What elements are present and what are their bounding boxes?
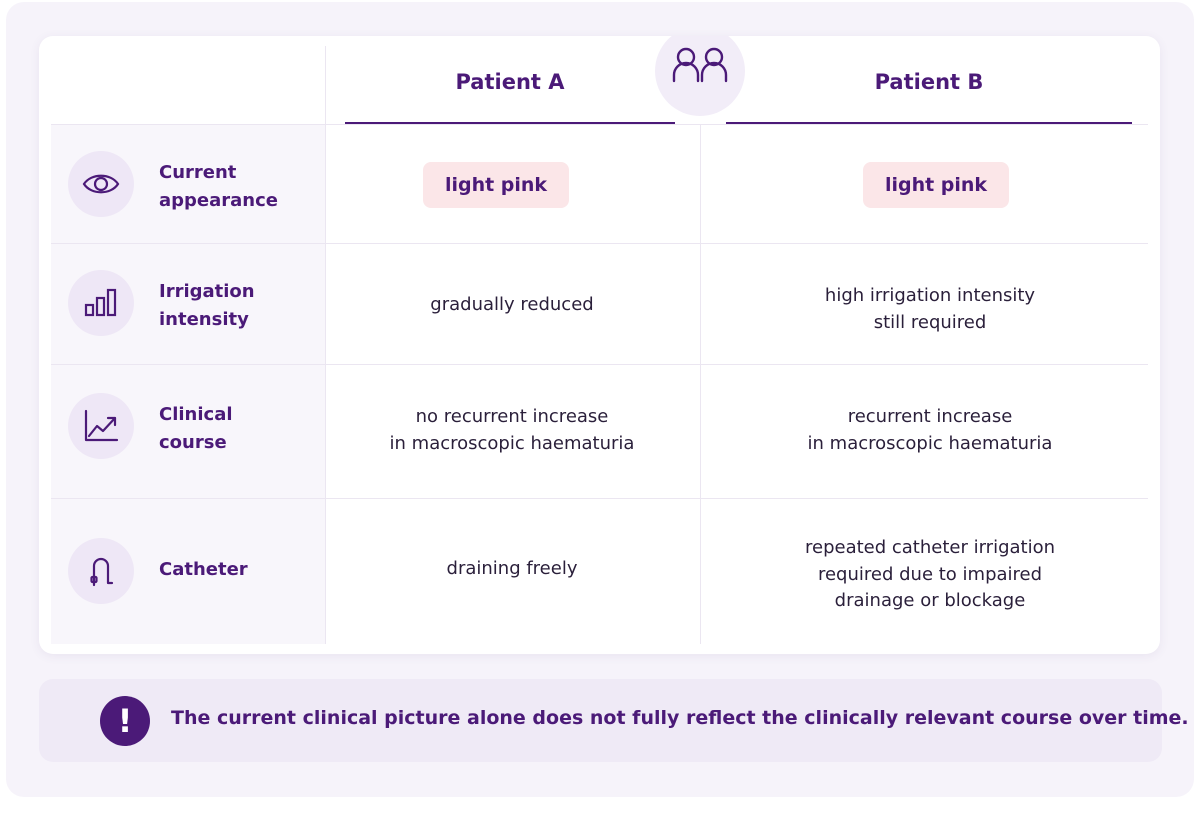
patients-icon <box>655 36 745 116</box>
column-divider <box>700 124 701 644</box>
note-text: The current clinical picture alone does … <box>171 707 1189 729</box>
patient-b-header: Patient B <box>874 70 984 94</box>
catheter-icon <box>68 538 134 604</box>
bar-chart-icon <box>68 270 134 336</box>
catheter-a-cell: draining freely <box>446 558 578 579</box>
row-label-current-appearance: Current appearance <box>159 162 278 211</box>
irrigation-b-cell: high irrigation intensity still required <box>824 285 1036 333</box>
irrigation-a-cell: gradually reduced <box>430 294 594 315</box>
info-note: ! The current clinical picture alone doe… <box>39 679 1189 762</box>
row-label-catheter: Catheter <box>159 559 248 580</box>
exclamation-icon: ! <box>100 696 150 746</box>
patient-a-underline <box>345 122 675 124</box>
clinical-course-a-cell: no recurrent increase in macroscopic hae… <box>389 406 635 454</box>
row-divider <box>51 498 1148 499</box>
row-label-irrigation-intensity: Irrigation intensity <box>159 281 255 330</box>
catheter-b-cell: repeated catheter irrigation required du… <box>804 537 1056 611</box>
comparison-table: Patient A Patient B Current appearance l… <box>39 36 1160 654</box>
clinical-course-b-cell: recurrent increase in macroscopic haemat… <box>807 406 1053 454</box>
row-divider <box>51 243 1148 244</box>
row-divider <box>51 124 1148 125</box>
row-divider <box>51 364 1148 365</box>
appearance-a-badge: light pink <box>423 162 569 208</box>
row-label-clinical-course: Clinical course <box>159 404 233 453</box>
column-divider <box>325 46 326 644</box>
eye-icon <box>68 151 134 217</box>
appearance-b-badge: light pink <box>863 162 1009 208</box>
trend-up-icon <box>68 393 134 459</box>
patient-a-header: Patient A <box>455 70 565 94</box>
patient-b-underline <box>726 122 1132 124</box>
